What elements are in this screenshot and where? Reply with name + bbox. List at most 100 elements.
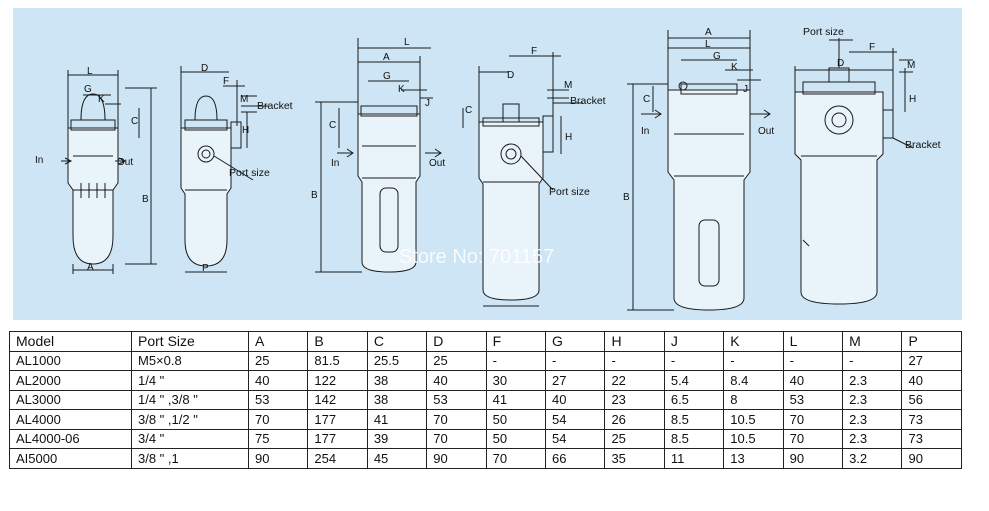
table-cell: 25 <box>426 350 487 371</box>
d1-cap <box>80 93 106 121</box>
d2-bracket <box>230 121 242 149</box>
d2-label-d: D <box>201 63 208 74</box>
table-cell: 5.4 <box>663 370 725 391</box>
drawing-5-front-view <box>627 30 771 311</box>
column-header-g: G <box>545 331 606 352</box>
d6-body-outline <box>794 91 884 305</box>
table-cell: 2.3 <box>842 428 903 449</box>
table-cell: 25 <box>604 428 665 449</box>
d4-label-m: M <box>564 80 572 91</box>
table-cell: 38 <box>366 389 428 410</box>
table-cell: - <box>663 350 725 371</box>
table-cell: 70 <box>782 428 844 449</box>
table-cell: 13 <box>723 448 784 469</box>
d5-label-j: J <box>743 84 748 95</box>
table-cell: 35 <box>604 448 665 469</box>
table-cell: 50 <box>485 428 547 449</box>
table-cell: 56 <box>901 389 962 410</box>
table-cell: 53 <box>782 389 844 410</box>
d2-label-port-size: Port size <box>229 167 270 179</box>
table-cell: 10.5 <box>723 409 784 430</box>
column-header-k: K <box>723 331 784 352</box>
d4-bracket <box>542 115 554 153</box>
column-header-port-size: Port Size <box>131 331 249 352</box>
d4-label-bracket: Bracket <box>570 95 606 107</box>
table-cell: 8.4 <box>723 370 784 391</box>
table-cell: AL3000 <box>9 389 132 410</box>
table-cell: AI5000 <box>9 448 132 469</box>
d3-label-out: Out <box>429 158 445 169</box>
table-cell: 27 <box>545 370 606 391</box>
d4-body-outline <box>478 121 544 301</box>
table-cell: 22 <box>604 370 665 391</box>
table-cell: AL2000 <box>9 370 132 391</box>
d3-label-l: L <box>404 37 410 48</box>
column-header-p: P <box>901 331 962 352</box>
table-cell: 70 <box>485 448 547 469</box>
table-cell: 40 <box>545 389 606 410</box>
d6-label-bracket: Bracket <box>905 139 941 151</box>
column-header-a: A <box>247 331 309 352</box>
d4-label-f: F <box>531 46 537 57</box>
column-header-model: Model <box>9 331 132 352</box>
table-cell: 90 <box>782 448 844 469</box>
table-cell: 73 <box>901 409 962 430</box>
column-header-d: D <box>426 331 487 352</box>
d6-bracket <box>882 109 894 139</box>
d2-body-outline <box>180 127 232 267</box>
table-cell: 45 <box>366 448 428 469</box>
table-cell: 142 <box>307 389 368 410</box>
table-cell: - <box>485 350 547 371</box>
d2-label-p: P <box>202 263 209 274</box>
d1-label-in: In <box>35 155 43 166</box>
d1-label-g: G <box>84 84 92 95</box>
table-cell: 41 <box>366 409 428 430</box>
d1-label-l: L <box>87 66 93 77</box>
d1-label-b: B <box>142 194 149 205</box>
table-cell: 26 <box>604 409 665 430</box>
d2-label-bracket: Bracket <box>257 100 293 112</box>
drawing-6-side-view <box>794 38 914 305</box>
d3-label-c: C <box>329 120 336 131</box>
table-cell: 70 <box>426 428 487 449</box>
d1-head <box>70 119 116 131</box>
table-cell: 30 <box>485 370 547 391</box>
d5-label-out: Out <box>758 126 774 137</box>
drawing-3-front-view <box>315 38 442 273</box>
d5-sight-glass <box>698 219 720 287</box>
table-cell: 53 <box>247 389 309 410</box>
d2-label-f: F <box>223 76 229 87</box>
d6-port <box>824 105 854 135</box>
table-cell: 38 <box>366 370 428 391</box>
d5-label-c: C <box>643 94 650 105</box>
lubricator-drawings: L G K C B A In Out D F M H P Bracket Por… <box>35 26 941 311</box>
table-cell: 70 <box>782 409 844 430</box>
d1-label-c: C <box>131 116 138 127</box>
table-cell: 25 <box>247 350 309 371</box>
d5-label-g: G <box>713 51 721 62</box>
column-header-m: M <box>842 331 903 352</box>
table-cell: 177 <box>307 428 368 449</box>
table-cell: 53 <box>426 389 487 410</box>
column-header-j: J <box>663 331 725 352</box>
d3-label-b: B <box>311 190 318 201</box>
column-header-c: C <box>366 331 428 352</box>
d3-body-outline <box>357 113 421 273</box>
d5-label-l: L <box>705 39 711 50</box>
table-cell: 66 <box>545 448 606 469</box>
d3-label-a: A <box>383 52 390 63</box>
table-cell: 3/8 " ,1 <box>131 448 249 469</box>
drawing-4-side-view <box>462 52 583 307</box>
table-cell: 70 <box>426 409 487 430</box>
table-cell: AL1000 <box>9 350 132 371</box>
table-cell: 8.5 <box>663 428 725 449</box>
column-header-h: H <box>604 331 665 352</box>
d2-label-h: H <box>242 125 249 136</box>
d4-label-c: C <box>465 105 472 116</box>
